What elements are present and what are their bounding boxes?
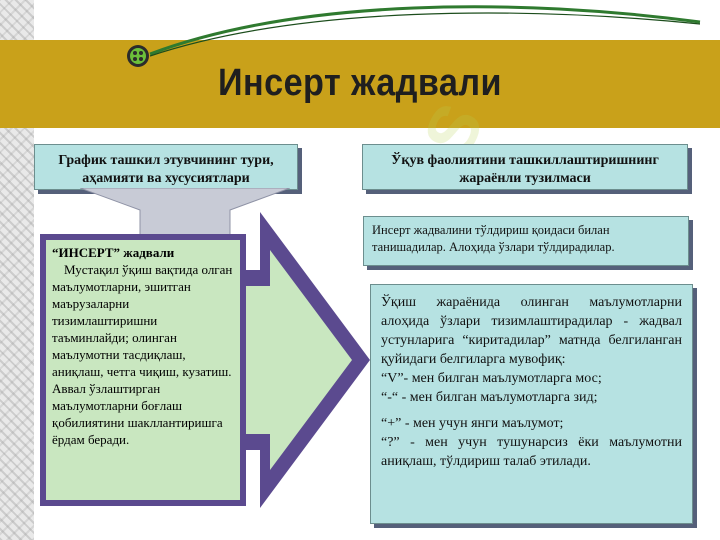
marking-line-minus: “-“ - мен билган маълумотларга зид; xyxy=(381,390,598,405)
marking-line-question: “?” - мен учун тушунарсиз ёки маълумотни… xyxy=(381,435,682,469)
left-header-box: График ташкил этувчининг тури, аҳамияти … xyxy=(34,144,298,190)
rules-info-text: Инсерт жадвалини тўлдириш қоидаси билан … xyxy=(372,223,615,254)
left-header-text: График ташкил этувчининг тури, аҳамияти … xyxy=(58,153,274,186)
marking-rules-box: Ўқиш жараёнида олинган маълумотларни ало… xyxy=(370,284,693,524)
slide-title: Инсерт жадвали xyxy=(217,62,503,104)
marking-line-v: “V”- мен билган маълумотларга мос; xyxy=(381,371,602,386)
funnel-arrow-icon xyxy=(80,188,290,236)
right-header-box: Ўқув фаолиятини ташкиллаштиришнинг жараё… xyxy=(362,144,688,190)
panel-title: “ИНСЕРТ” жадвали xyxy=(52,245,175,260)
panel-body: Мустақил ўқиш вақтида олган маълумотларн… xyxy=(52,262,233,447)
logo-emblem-icon xyxy=(127,45,149,67)
insert-table-panel: “ИНСЕРТ” жадвали Мустақил ўқиш вақтида о… xyxy=(40,234,246,506)
marking-line-plus: “+” - мен учун янги маълумот; xyxy=(381,416,564,431)
big-arrow-icon xyxy=(240,212,370,508)
marking-intro: Ўқиш жараёнида олинган маълумотларни ало… xyxy=(381,295,682,367)
title-band xyxy=(0,40,720,128)
right-header-text: Ўқув фаолиятини ташкиллаштиришнинг жараё… xyxy=(391,153,659,186)
swoosh-decoration xyxy=(149,5,701,57)
rules-info-box: Инсерт жадвалини тўлдириш қоидаси билан … xyxy=(363,216,689,266)
